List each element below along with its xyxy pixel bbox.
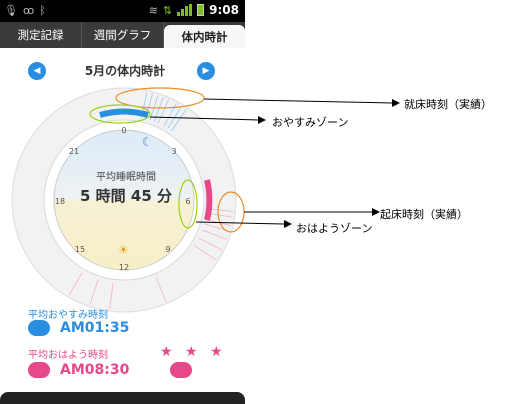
tab-measurement-record[interactable]: 測定記録	[0, 22, 82, 48]
rating-face-icon	[170, 362, 192, 378]
avg-sleep-label: 平均睡眠時間	[96, 170, 156, 183]
hour-label-12: 12	[119, 263, 129, 272]
avg-wake-label: 平均おはよう時刻	[28, 350, 108, 361]
hour-label-0: 0	[121, 126, 126, 135]
moon-icon: ☾	[142, 135, 153, 149]
mic-off-icon: 🎙	[4, 4, 18, 17]
annotation-wake-actual: 起床時刻（実績）	[380, 208, 468, 221]
waking-face-icon	[28, 362, 50, 378]
tab-body-clock[interactable]: 体内時計	[164, 25, 245, 48]
signal-icon	[177, 4, 193, 16]
tab-bar: 測定記録 週間グラフ 体内時計	[0, 22, 245, 48]
rating-stars: ★ ★ ★	[160, 344, 227, 360]
avg-sleep-value: 5 時間 45 分	[80, 187, 172, 205]
status-left: 🎙 ꝏ ᛒ	[4, 4, 46, 17]
bluetooth-icon: ᛒ	[39, 4, 46, 17]
month-title: 5月の体内時計	[84, 64, 166, 78]
hour-label-15: 15	[75, 245, 85, 254]
triangle-left-icon: ◀	[33, 66, 41, 76]
record-tick	[194, 245, 217, 261]
clock-time: 9:08	[209, 3, 239, 17]
sun-icon: ☀	[118, 243, 129, 257]
record-tick	[89, 279, 99, 305]
voicemail-icon: ꝏ	[22, 4, 35, 17]
bottom-bar	[0, 392, 245, 404]
sync-icon: ⇅	[162, 3, 173, 17]
sleep-zone-arc	[99, 108, 149, 118]
record-tick	[198, 237, 223, 251]
annotation-sleep-zone: おやすみゾーン	[272, 116, 349, 129]
status-right: ≋ ⇅ 9:08	[149, 3, 239, 17]
avg-bedtime-label: 平均おやすみ時刻	[28, 310, 108, 321]
status-bar: 🎙 ꝏ ᛒ ≋ ⇅ 9:08	[0, 0, 245, 22]
next-month-button[interactable]: ▶	[197, 62, 215, 80]
record-tick	[109, 283, 114, 310]
avg-wake-value: AM08:30	[60, 362, 130, 378]
triangle-right-icon: ▶	[202, 66, 210, 76]
hour-label-18: 18	[55, 197, 65, 206]
annotation-wake-zone: おはようゾーン	[296, 222, 373, 235]
sleep-zone-arrowhead	[258, 116, 266, 124]
wake-zone-arc	[204, 179, 213, 221]
body-clock-chart: 0 3 6 9 12 15 18 21 ☾ ☀ 平均睡眠時間 5 時間 45 分	[11, 87, 237, 313]
record-tick	[68, 272, 83, 296]
sleeping-face-icon	[28, 320, 50, 336]
hour-label-6: 6	[185, 197, 190, 206]
battery-icon	[197, 4, 205, 16]
avg-bedtime-value: AM01:35	[60, 320, 130, 336]
wifi-icon: ≋	[148, 3, 158, 17]
hour-label-9: 9	[165, 245, 170, 254]
annotation-bedtime-actual: 就床時刻（実績）	[404, 98, 492, 111]
wake-zone-arrowhead	[284, 220, 292, 228]
wake-actual-arrowhead	[372, 208, 380, 216]
phone-screen: 🎙 ꝏ ᛒ ≋ ⇅ 9:08 測定記録 週間グラフ 体内時計 ◀ 5月の体内時計…	[0, 0, 245, 404]
prev-month-button[interactable]: ◀	[28, 62, 46, 80]
hour-label-21: 21	[69, 147, 79, 156]
record-tick	[202, 229, 227, 240]
bedtime-actual-arrowhead	[392, 99, 400, 107]
hour-label-3: 3	[171, 147, 176, 156]
tab-weekly-graph[interactable]: 週間グラフ	[82, 22, 164, 48]
record-tick	[155, 277, 167, 302]
